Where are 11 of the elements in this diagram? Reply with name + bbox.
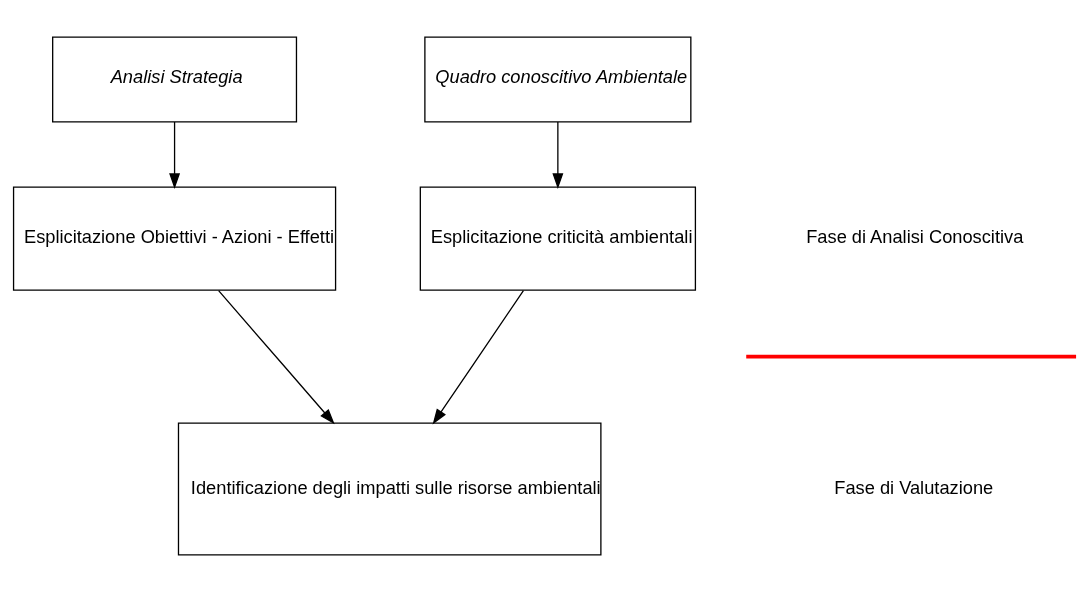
arrow [552, 121, 564, 189]
arrow [432, 290, 525, 425]
node-box: Esplicitazione criticità ambientali [419, 186, 697, 291]
arrow [218, 290, 335, 425]
node-box: Analisi Strategia [52, 36, 298, 123]
node-box: Esplicitazione Obiettivi - Azioni - Effetti [12, 186, 337, 291]
label: Fase di Analisi Conoscitiva [806, 226, 1024, 248]
arrow [169, 121, 181, 189]
label: Fase di Valutazione [834, 476, 994, 498]
node-box: Quadro conoscitivo Ambientale [424, 36, 692, 123]
node-box: Identificazione degli impatti sulle risorse ambientali [177, 422, 602, 556]
